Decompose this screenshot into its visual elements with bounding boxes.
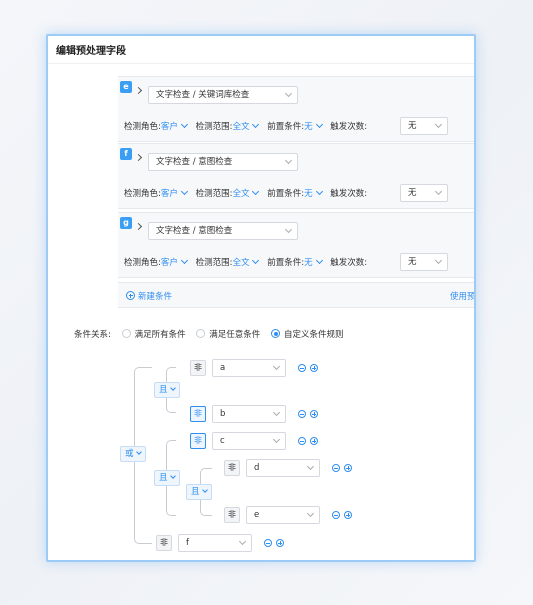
scope-select[interactable]: 全文 — [232, 122, 250, 132]
condition-type-select[interactable]: 文字检查 / 意图检查 — [148, 153, 298, 171]
trigger-times-select[interactable]: 无 — [400, 253, 448, 271]
condition-leaf-select[interactable]: e — [246, 506, 320, 524]
condition-tag: g — [120, 217, 132, 229]
condition-tag: f — [120, 148, 132, 160]
role-select[interactable]: 客户 — [160, 258, 178, 268]
pre-condition-select[interactable]: 无 — [304, 122, 313, 132]
edit-field-dialog: 编辑预处理字段 e 文字检查 / 关键词库检查 检测角色:客户 检测范围:全文 … — [46, 34, 476, 562]
plus-circle-icon[interactable] — [310, 364, 318, 372]
logic-and-select[interactable]: 且 — [154, 382, 180, 398]
condition-leaf-select[interactable]: a — [212, 359, 286, 377]
minus-circle-icon[interactable] — [298, 410, 306, 418]
not-toggle[interactable]: 非 — [190, 360, 206, 376]
dialog-header: 编辑预处理字段 — [48, 36, 474, 64]
minus-circle-icon[interactable] — [264, 539, 272, 547]
trigger-times-select[interactable]: 无 — [400, 184, 448, 202]
not-toggle[interactable]: 非 — [224, 507, 240, 523]
radio-all[interactable] — [121, 329, 131, 338]
condition-relation: 条件关系: 满足所有条件 满足任意条件 自定义条件规则 — [74, 329, 344, 340]
new-condition-bar: 新建条件 使用预 — [118, 282, 476, 308]
plus-circle-icon[interactable] — [344, 464, 352, 472]
condition-leaf-select[interactable]: f — [178, 534, 252, 552]
not-toggle[interactable]: 非 — [156, 535, 172, 551]
trigger-times-select[interactable]: 无 — [400, 117, 448, 135]
radio-any[interactable] — [196, 329, 206, 338]
plus-circle-icon[interactable] — [126, 291, 135, 300]
plus-circle-icon[interactable] — [276, 539, 284, 547]
dialog-title: 编辑预处理字段 — [56, 46, 126, 57]
condition-leaf-select[interactable]: d — [246, 459, 320, 477]
plus-circle-icon[interactable] — [310, 437, 318, 445]
chevron-down-icon — [284, 89, 293, 98]
condition-settings: 检测角色:客户 检测范围:全文 前置条件:无 触发次数: — [124, 120, 368, 132]
scope-select[interactable]: 全文 — [232, 258, 250, 268]
chevron-down-icon — [284, 225, 293, 234]
condition-settings: 检测角色:客户 检测范围:全文 前置条件:无 触发次数: — [124, 187, 368, 199]
condition-leaf-select[interactable]: b — [212, 405, 286, 423]
minus-circle-icon[interactable] — [332, 511, 340, 519]
not-toggle[interactable]: 非 — [190, 433, 206, 449]
condition-type-select[interactable]: 文字检查 / 意图检查 — [148, 222, 298, 240]
logic-and-select[interactable]: 且 — [186, 484, 212, 500]
minus-circle-icon[interactable] — [298, 364, 306, 372]
pre-condition-select[interactable]: 无 — [304, 258, 313, 268]
minus-circle-icon[interactable] — [332, 464, 340, 472]
plus-circle-icon[interactable] — [344, 511, 352, 519]
new-condition-button[interactable]: 新建条件 — [138, 292, 173, 302]
chevron-right-icon[interactable] — [134, 153, 143, 162]
condition-settings: 检测角色:客户 检测范围:全文 前置条件:无 触发次数: — [124, 256, 368, 268]
radio-custom[interactable] — [271, 329, 281, 338]
condition-card-g: g 文字检查 / 意图检查 检测角色:客户 检测范围:全文 前置条件:无 触发次… — [118, 212, 474, 278]
condition-type-select[interactable]: 文字检查 / 关键词库检查 — [148, 86, 298, 104]
chevron-right-icon[interactable] — [134, 86, 143, 95]
condition-tag: e — [120, 81, 132, 93]
pre-condition-select[interactable]: 无 — [304, 189, 313, 199]
not-toggle[interactable]: 非 — [224, 460, 240, 476]
not-toggle[interactable]: 非 — [190, 406, 206, 422]
chevron-down-icon — [284, 156, 293, 165]
condition-leaf-select[interactable]: c — [212, 432, 286, 450]
scope-select[interactable]: 全文 — [232, 189, 250, 199]
minus-circle-icon[interactable] — [298, 437, 306, 445]
plus-circle-icon[interactable] — [310, 410, 318, 418]
role-select[interactable]: 客户 — [160, 189, 178, 199]
condition-card-f: f 文字检查 / 意图检查 检测角色:客户 检测范围:全文 前置条件:无 触发次… — [118, 143, 474, 209]
chevron-right-icon[interactable] — [134, 222, 143, 231]
role-select[interactable]: 客户 — [160, 122, 178, 132]
use-preset-link[interactable]: 使用预 — [450, 292, 476, 302]
logic-and-select[interactable]: 且 — [154, 470, 180, 486]
logic-or-select[interactable]: 或 — [120, 446, 146, 462]
condition-card-e: e 文字检查 / 关键词库检查 检测角色:客户 检测范围:全文 前置条件:无 触… — [118, 76, 474, 142]
